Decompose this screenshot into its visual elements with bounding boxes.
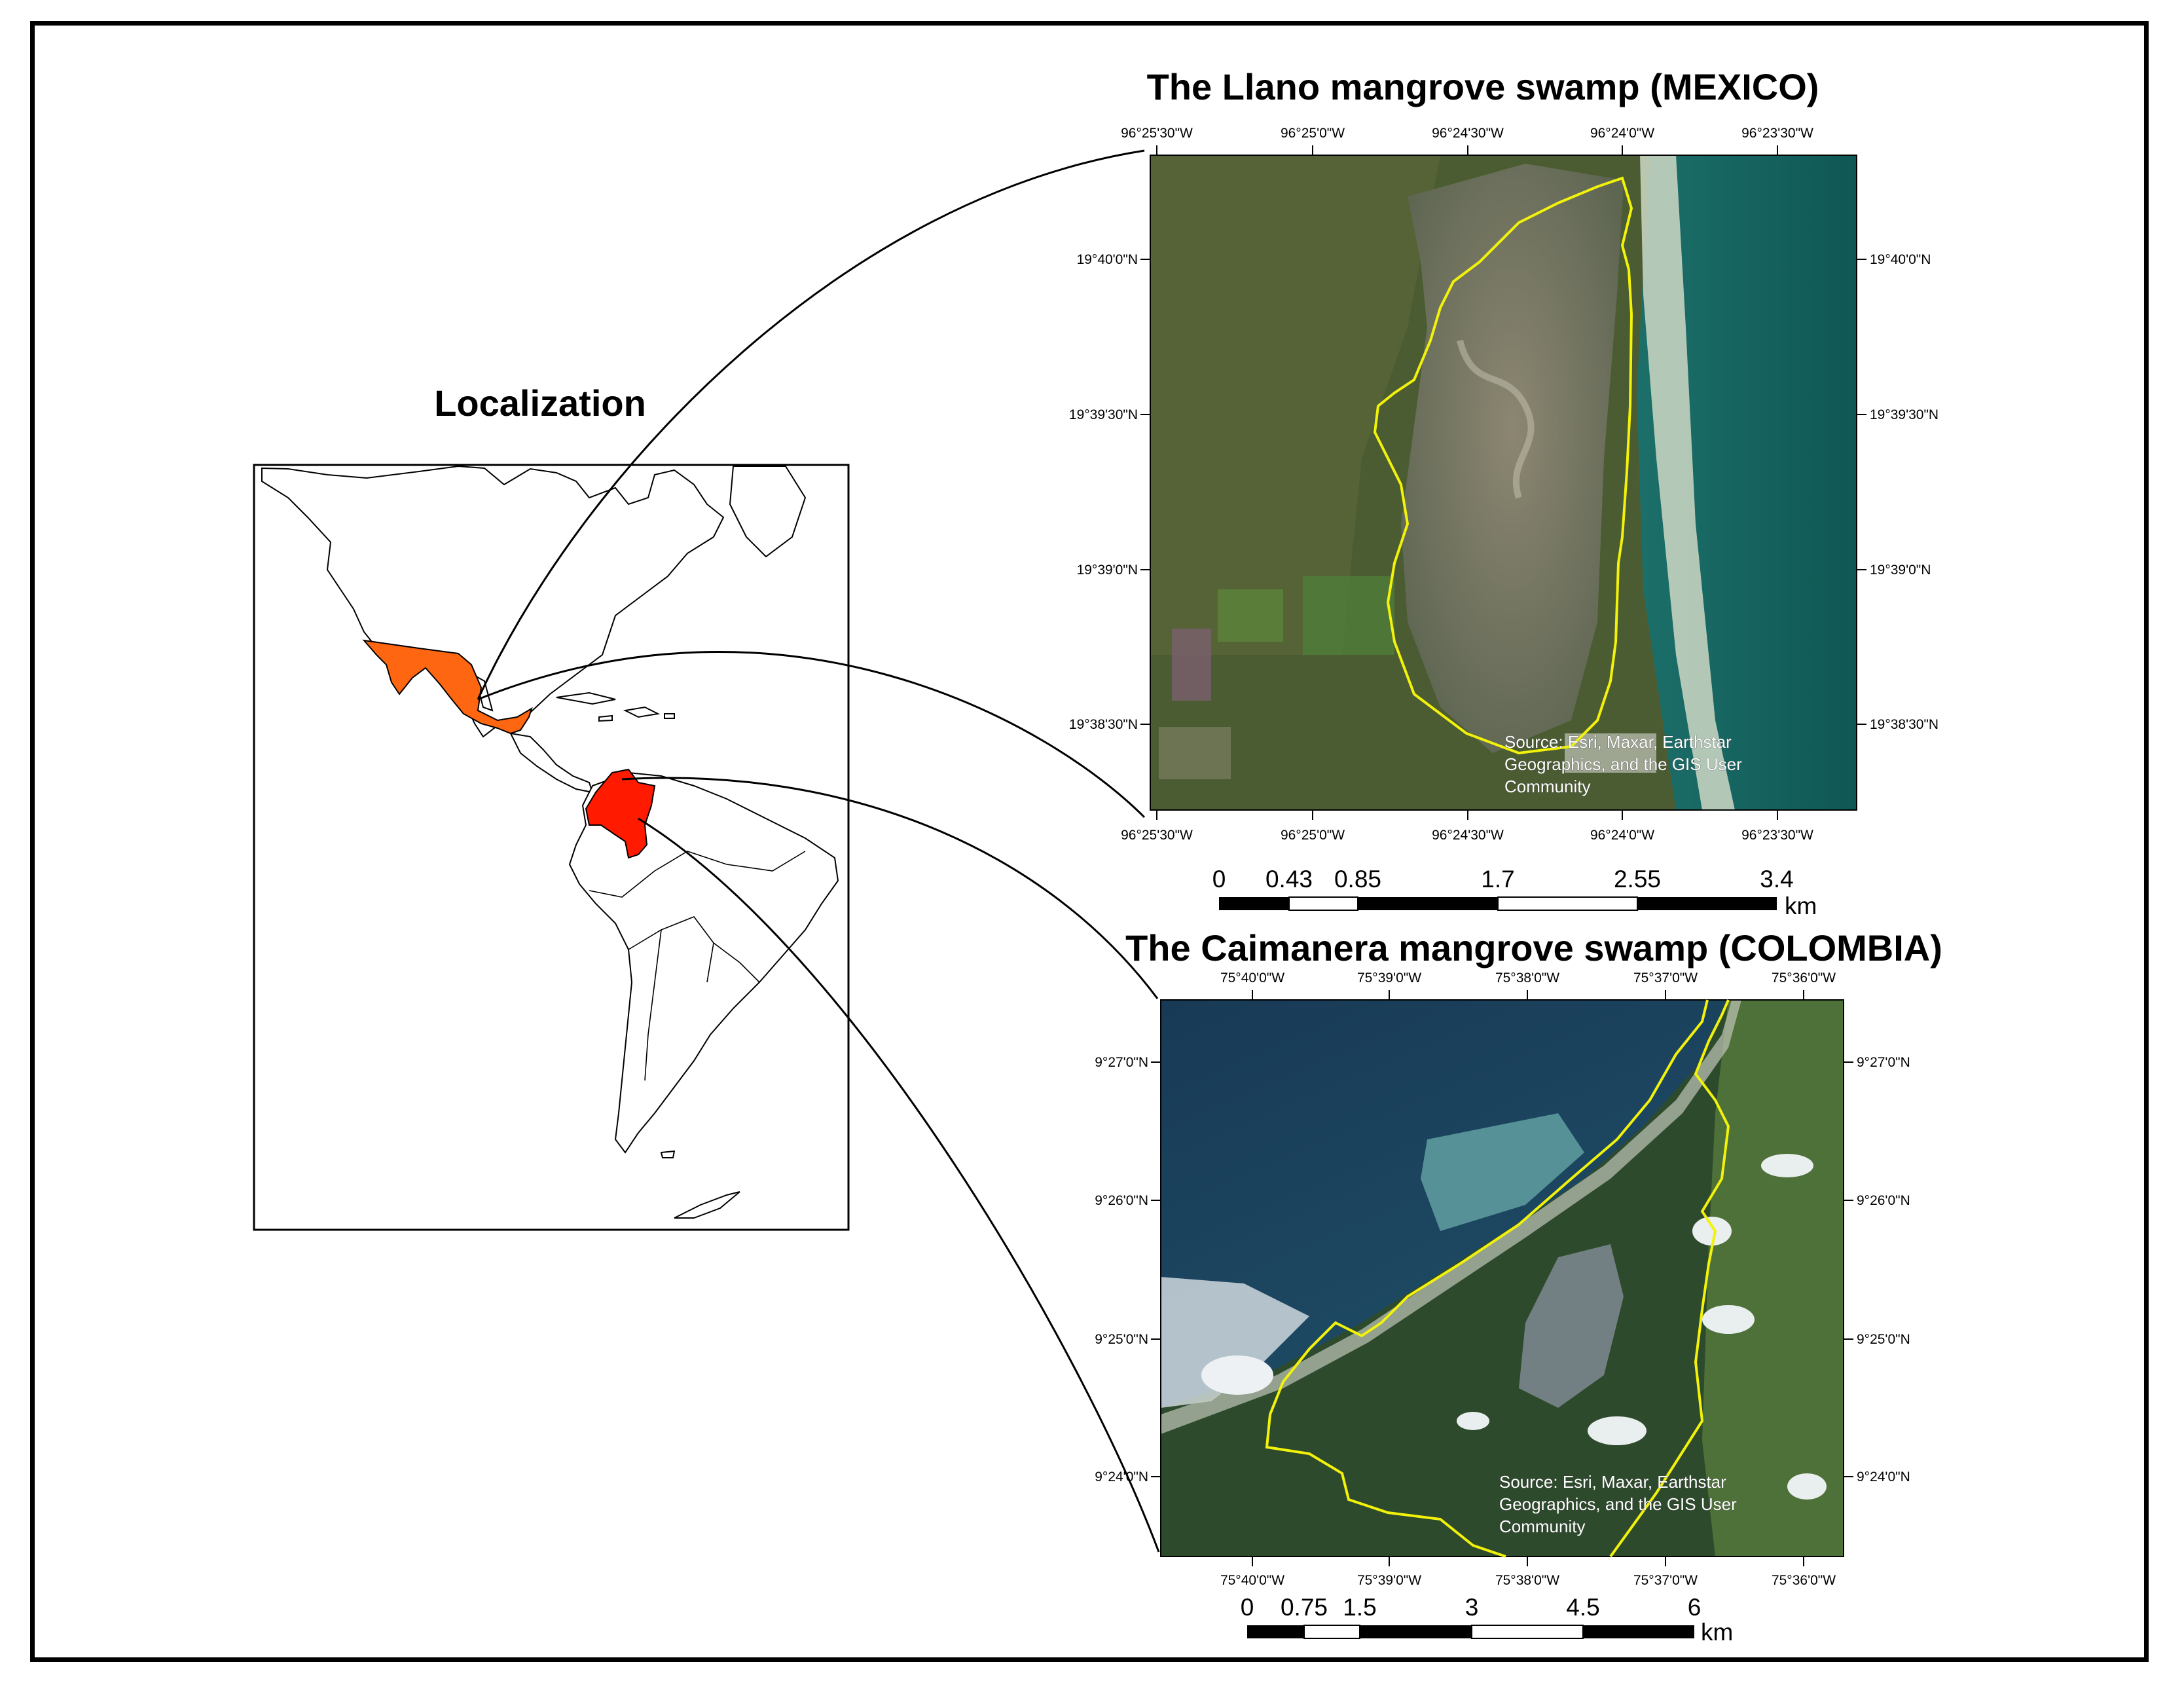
svg-text:0.43: 0.43 [1265, 866, 1313, 893]
mexico-source-credit: Source: Esri, Maxar, Earthstar Geographi… [1504, 732, 1743, 797]
svg-text:96°25'0"W: 96°25'0"W [1281, 828, 1345, 843]
svg-text:Community: Community [1504, 777, 1590, 796]
svg-text:Geographics, and the GIS User: Geographics, and the GIS User [1499, 1494, 1737, 1514]
svg-text:Community: Community [1499, 1517, 1585, 1536]
svg-text:4.5: 4.5 [1566, 1594, 1599, 1621]
colombia-satellite-image [1161, 1000, 1844, 1557]
svg-text:9°24'0"N: 9°24'0"N [1095, 1469, 1148, 1484]
mexico-map-frame: Source: Esri, Maxar, Earthstar Geographi… [1069, 126, 1938, 843]
mexico-scale-bar: 0 0.43 0.85 1.7 2.55 3.4 km [1212, 866, 1817, 919]
svg-text:9°27'0"N: 9°27'0"N [1095, 1055, 1148, 1070]
svg-text:1.5: 1.5 [1343, 1594, 1376, 1621]
south-america-outline [568, 771, 839, 1154]
svg-text:Geographics, and the GIS User: Geographics, and the GIS User [1504, 754, 1742, 774]
svg-text:6: 6 [1688, 1594, 1702, 1621]
mexico-study-boundary [1373, 176, 1633, 755]
antarctic-peninsula [674, 1191, 740, 1219]
svg-text:0: 0 [1241, 1594, 1254, 1621]
svg-text:9°24'0"N: 9°24'0"N [1857, 1469, 1910, 1484]
svg-text:75°40'0"W: 75°40'0"W [1220, 970, 1284, 986]
svg-text:19°39'30"N: 19°39'30"N [1069, 407, 1138, 422]
greenland-outline [729, 466, 807, 558]
falkland-islands [660, 1150, 676, 1158]
central-america-outline [509, 732, 594, 794]
svg-text:96°25'0"W: 96°25'0"W [1281, 126, 1345, 141]
localization-title: Localization [434, 382, 646, 424]
map-layout-frame [30, 21, 2149, 1662]
svg-text:1.7: 1.7 [1481, 866, 1514, 893]
svg-text:9°25'0"N: 9°25'0"N [1857, 1332, 1910, 1347]
svg-text:75°37'0"W: 75°37'0"W [1633, 970, 1698, 986]
connector-curves [477, 149, 1160, 1553]
overview-map [253, 464, 850, 1231]
svg-text:75°36'0"W: 75°36'0"W [1772, 1573, 1836, 1588]
svg-text:3.4: 3.4 [1760, 866, 1793, 893]
svg-text:19°39'30"N: 19°39'30"N [1870, 407, 1938, 422]
colombia-study-boundary [1265, 999, 1730, 1558]
svg-text:9°25'0"N: 9°25'0"N [1095, 1332, 1148, 1347]
mexico-map-title: The Llano mangrove swamp (MEXICO) [1147, 66, 1819, 107]
colombia-lon-labels-bottom: 75°40'0"W 75°39'0"W 75°38'0"W 75°37'0"W … [1220, 1573, 1836, 1588]
svg-text:0: 0 [1212, 866, 1226, 893]
mexico-lon-labels-bottom: 96°25'30"W 96°25'0"W 96°24'30"W 96°24'0"… [1121, 828, 1813, 843]
colombia-map-title: The Caimanera mangrove swamp (COLOMBIA) [1125, 927, 1942, 968]
svg-text:9°26'0"N: 9°26'0"N [1857, 1193, 1910, 1208]
svg-text:2.55: 2.55 [1614, 866, 1661, 893]
colombia-map-frame: Source: Esri, Maxar, Earthstar Geographi… [1095, 970, 1910, 1588]
svg-text:75°39'0"W: 75°39'0"W [1357, 970, 1421, 986]
svg-text:19°39'0"N: 19°39'0"N [1870, 562, 1931, 578]
svg-text:75°37'0"W: 75°37'0"W [1633, 1573, 1698, 1588]
svg-text:9°27'0"N: 9°27'0"N [1857, 1055, 1910, 1070]
mexico-lon-labels-top: 96°25'30"W 96°25'0"W 96°24'30"W 96°24'0"… [1121, 126, 1813, 141]
svg-text:0.75: 0.75 [1281, 1594, 1328, 1621]
svg-text:19°39'0"N: 19°39'0"N [1077, 562, 1138, 578]
svg-text:75°40'0"W: 75°40'0"W [1220, 1573, 1284, 1588]
svg-text:96°24'30"W: 96°24'30"W [1432, 828, 1504, 843]
svg-text:96°23'30"W: 96°23'30"W [1741, 828, 1813, 843]
svg-text:75°36'0"W: 75°36'0"W [1772, 970, 1836, 986]
svg-text:km: km [1785, 893, 1817, 919]
svg-text:75°39'0"W: 75°39'0"W [1357, 1573, 1421, 1588]
mexico-satellite-image [1150, 155, 1857, 810]
caribbean-islands [556, 691, 675, 722]
svg-text:75°38'0"W: 75°38'0"W [1495, 1573, 1559, 1588]
svg-text:96°24'0"W: 96°24'0"W [1590, 828, 1654, 843]
mexico-shape [362, 639, 533, 735]
colombia-lon-labels-top: 75°40'0"W 75°39'0"W 75°38'0"W 75°37'0"W … [1220, 970, 1836, 986]
svg-text:19°38'30"N: 19°38'30"N [1069, 717, 1138, 732]
colombia-source-credit: Source: Esri, Maxar, Earthstar Geographi… [1499, 1472, 1738, 1537]
colombia-scale-bar: 0 0.75 1.5 3 4.5 6 km [1241, 1594, 1734, 1646]
svg-text:19°40'0"N: 19°40'0"N [1077, 252, 1138, 267]
svg-text:75°38'0"W: 75°38'0"W [1495, 970, 1559, 986]
colombia-lat-labels-right: 9°27'0"N 9°26'0"N 9°25'0"N 9°24'0"N [1857, 1055, 1910, 1484]
svg-text:Source: Esri, Maxar, Earthstar: Source: Esri, Maxar, Earthstar [1499, 1472, 1726, 1492]
svg-text:Source: Esri, Maxar, Earthstar: Source: Esri, Maxar, Earthstar [1504, 732, 1732, 752]
svg-text:0.85: 0.85 [1334, 866, 1381, 893]
svg-text:9°26'0"N: 9°26'0"N [1095, 1193, 1148, 1208]
svg-text:96°25'30"W: 96°25'30"W [1121, 828, 1193, 843]
svg-text:3: 3 [1465, 1594, 1479, 1621]
colombia-shape [585, 768, 656, 859]
mexico-lat-labels-right: 19°40'0"N 19°39'30"N 19°39'0"N 19°38'30"… [1870, 252, 1938, 732]
svg-text:96°24'30"W: 96°24'30"W [1432, 126, 1504, 141]
svg-text:96°23'30"W: 96°23'30"W [1741, 126, 1813, 141]
svg-text:96°25'30"W: 96°25'30"W [1121, 126, 1193, 141]
svg-text:19°40'0"N: 19°40'0"N [1870, 252, 1931, 267]
mexico-tick-marks [1140, 145, 1866, 820]
colombia-lat-labels-left: 9°27'0"N 9°26'0"N 9°25'0"N 9°24'0"N [1095, 1055, 1148, 1484]
svg-text:96°24'0"W: 96°24'0"W [1590, 126, 1654, 141]
svg-text:km: km [1701, 1619, 1733, 1646]
country-borders [589, 851, 806, 1081]
svg-text:19°38'30"N: 19°38'30"N [1870, 717, 1938, 732]
mexico-lat-labels-left: 19°40'0"N 19°39'30"N 19°39'0"N 19°38'30"… [1069, 252, 1138, 732]
colombia-tick-marks [1151, 990, 1853, 1566]
